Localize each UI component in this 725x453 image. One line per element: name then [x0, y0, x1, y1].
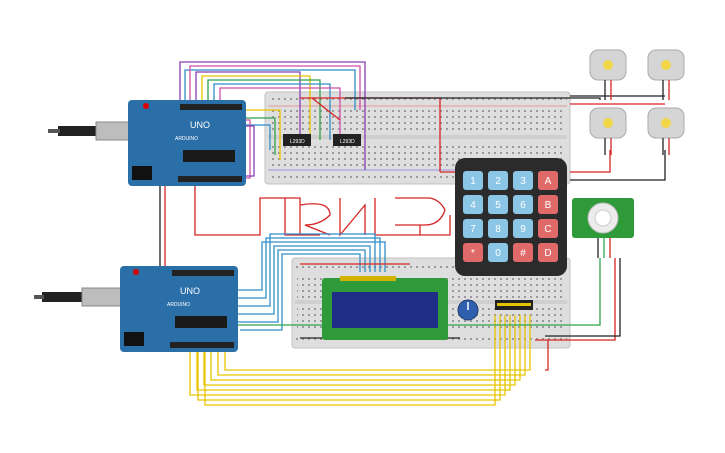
motor-driver-1: L293D: [283, 134, 311, 146]
keypad-key-label: C: [544, 224, 551, 235]
keypad-key-label: 3: [520, 176, 526, 187]
keypad-key-label: #: [520, 248, 526, 259]
keypad-key[interactable]: [488, 219, 508, 238]
keypad-key-label: 2: [495, 176, 501, 187]
keypad: 1 2 3 A 4 5 6 B 7 8 9 C * 0 # D: [455, 158, 567, 276]
pir-sensor: [572, 198, 634, 258]
keypad-key[interactable]: [538, 243, 558, 262]
svg-text:L293D: L293D: [290, 139, 305, 145]
keypad-key[interactable]: [538, 219, 558, 238]
keypad-key[interactable]: [513, 195, 533, 214]
top-board-maker: ARDUINO: [175, 136, 198, 142]
dc-motor-1: [589, 49, 627, 100]
keypad-key[interactable]: [463, 171, 483, 190]
keypad-key-label: 8: [495, 224, 501, 235]
dc-motor-3: [589, 107, 627, 155]
keypad-key[interactable]: [488, 243, 508, 262]
keypad-key-label: A: [545, 176, 552, 187]
keypad-key-label: 0: [495, 248, 501, 259]
keypad-key-label: *: [471, 248, 475, 259]
keypad-key[interactable]: [463, 195, 483, 214]
keypad-key-label: 9: [520, 224, 526, 235]
lcd-display: [322, 276, 448, 340]
keypad-key[interactable]: [538, 195, 558, 214]
keypad-key-label: D: [544, 248, 551, 259]
keypad-key[interactable]: [488, 195, 508, 214]
svg-text:L293D: L293D: [340, 139, 355, 145]
pin-header: [495, 300, 533, 310]
dc-motor-2: [647, 49, 685, 100]
keypad-key-label: 1: [470, 176, 476, 187]
dc-motor-4: [647, 107, 685, 155]
keypad-key[interactable]: [513, 219, 533, 238]
keypad-key[interactable]: [513, 171, 533, 190]
bottom-board-brand: UNO: [180, 286, 200, 296]
keypad-key[interactable]: [488, 171, 508, 190]
arduino-top: UNO ARDUINO: [48, 100, 246, 186]
arduino-bottom: UNO ARDUINO: [34, 266, 238, 352]
bottom-board-maker: ARDUINO: [167, 302, 190, 308]
keypad-key[interactable]: [538, 171, 558, 190]
keypad-key-label: 4: [470, 200, 476, 211]
keypad-key-label: 7: [470, 224, 476, 235]
keypad-key[interactable]: [463, 243, 483, 262]
potentiometer: [457, 299, 479, 321]
top-board-brand: UNO: [190, 120, 210, 130]
motor-driver-2: L293D: [333, 134, 361, 146]
keypad-key[interactable]: [463, 219, 483, 238]
keypad-key-label: B: [545, 200, 552, 211]
keypad-key-label: 5: [495, 200, 501, 211]
keypad-key[interactable]: [513, 243, 533, 262]
keypad-key-label: 6: [520, 200, 526, 211]
